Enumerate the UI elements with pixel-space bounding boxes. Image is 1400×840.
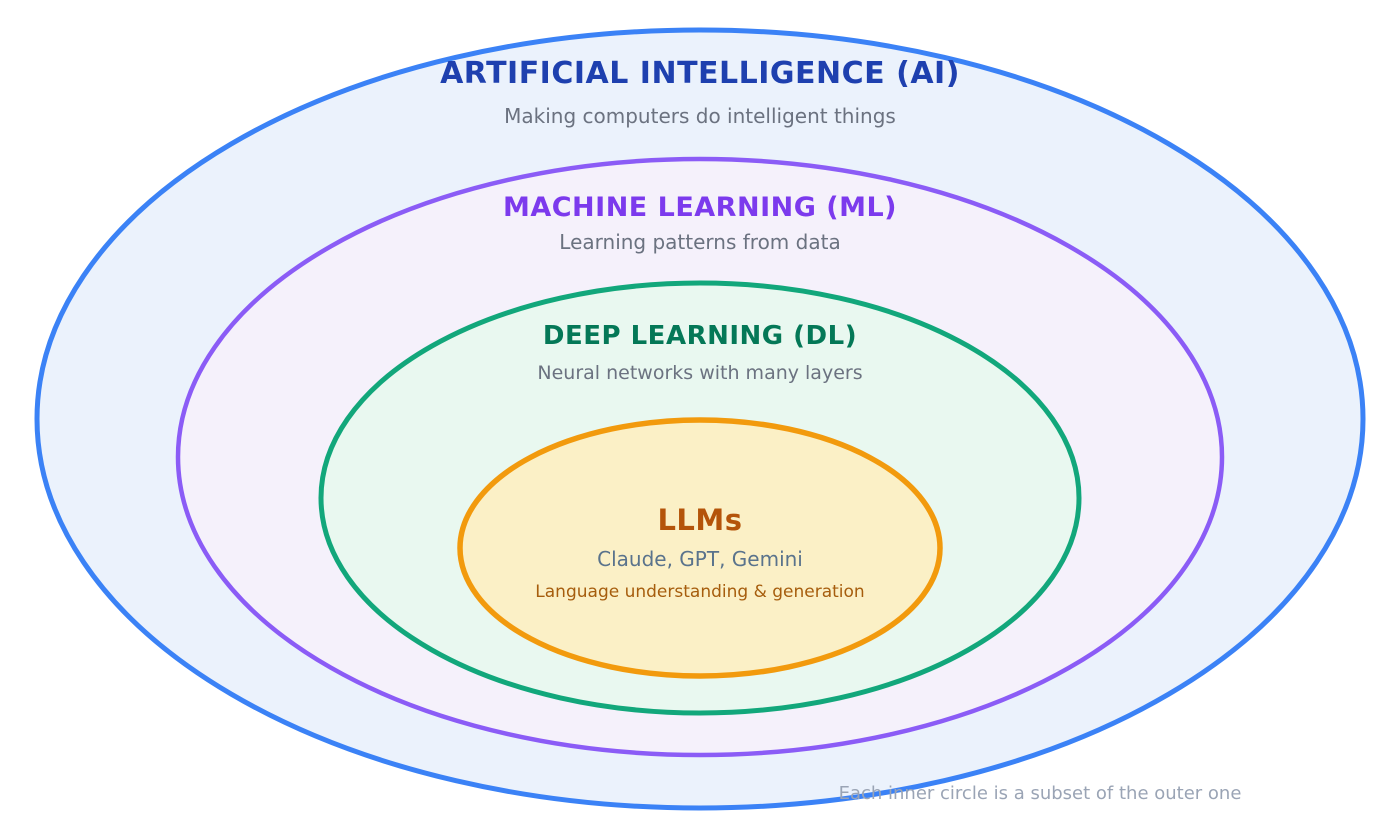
diagram-caption: Each inner circle is a subset of the out… — [839, 783, 1242, 804]
ml-subtitle: Learning patterns from data — [559, 230, 840, 254]
llm-title: LLMs — [657, 503, 742, 537]
ai-subtitle: Making computers do intelligent things — [504, 104, 896, 128]
dl-subtitle: Neural networks with many layers — [537, 362, 862, 384]
llm-description: Language understanding & generation — [535, 582, 864, 602]
llm-ellipse — [457, 417, 943, 679]
ai-title: ARTIFICIAL INTELLIGENCE (AI) — [440, 56, 960, 91]
dl-title: DEEP LEARNING (DL) — [543, 321, 857, 351]
llm-subtitle: Claude, GPT, Gemini — [597, 547, 803, 571]
ml-title: MACHINE LEARNING (ML) — [503, 192, 897, 223]
